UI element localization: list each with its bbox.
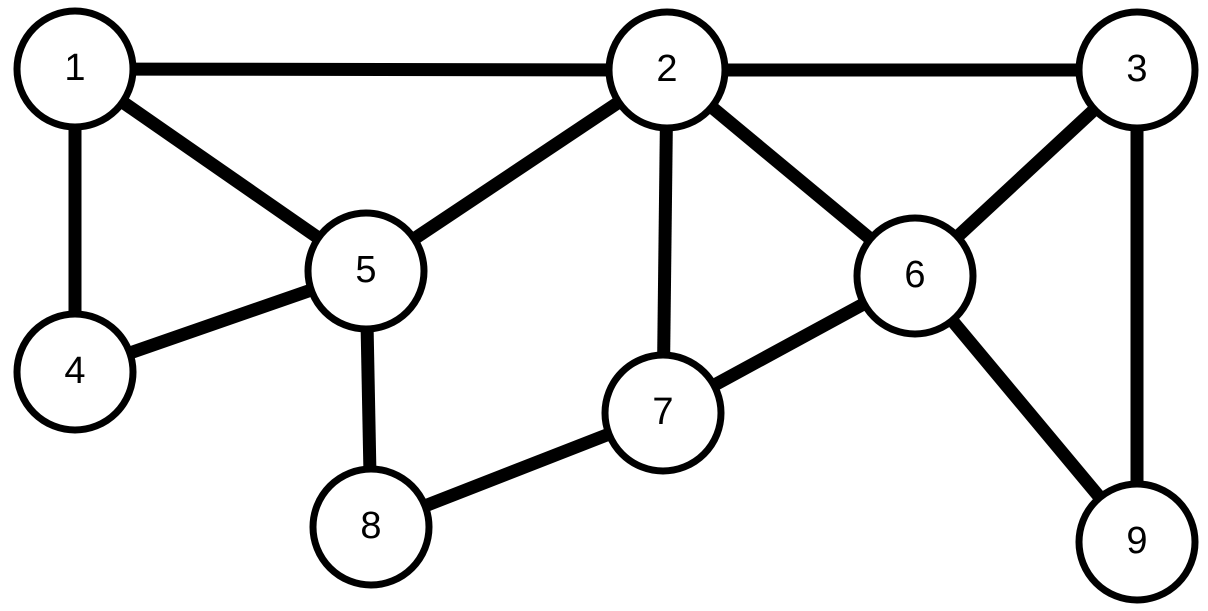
node-1-circle (13, 7, 137, 131)
node-7-circle (601, 351, 725, 475)
node-5-label: 5 (355, 249, 376, 291)
node-1-label: 1 (64, 47, 85, 89)
node-2-circle (605, 8, 729, 132)
node-6-label: 6 (904, 254, 925, 296)
node-5-circle (304, 209, 428, 333)
node-8-label: 8 (360, 505, 381, 547)
node-9-circle (1075, 480, 1199, 604)
node-9-label: 9 (1126, 520, 1147, 562)
graph-node-5: 5 (304, 209, 428, 333)
node-2-label: 2 (656, 48, 677, 90)
graph-node-1: 1 (13, 7, 137, 131)
node-6-circle (853, 214, 977, 338)
graph-node-8: 8 (309, 465, 433, 589)
node-7-label: 7 (652, 391, 673, 433)
graph-node-6: 6 (853, 214, 977, 338)
graph-node-4: 4 (13, 310, 137, 434)
node-4-label: 4 (64, 350, 85, 392)
node-3-label: 3 (1126, 48, 1147, 90)
graph-node-3: 3 (1075, 8, 1199, 132)
edge-1-2 (74, 62, 668, 77)
node-8-circle (309, 465, 433, 589)
graph-node-2: 2 (605, 8, 729, 132)
graph-node-9: 9 (1075, 480, 1199, 604)
graph-node-7: 7 (601, 351, 725, 475)
node-3-circle (1075, 8, 1199, 132)
node-4-circle (13, 310, 137, 434)
